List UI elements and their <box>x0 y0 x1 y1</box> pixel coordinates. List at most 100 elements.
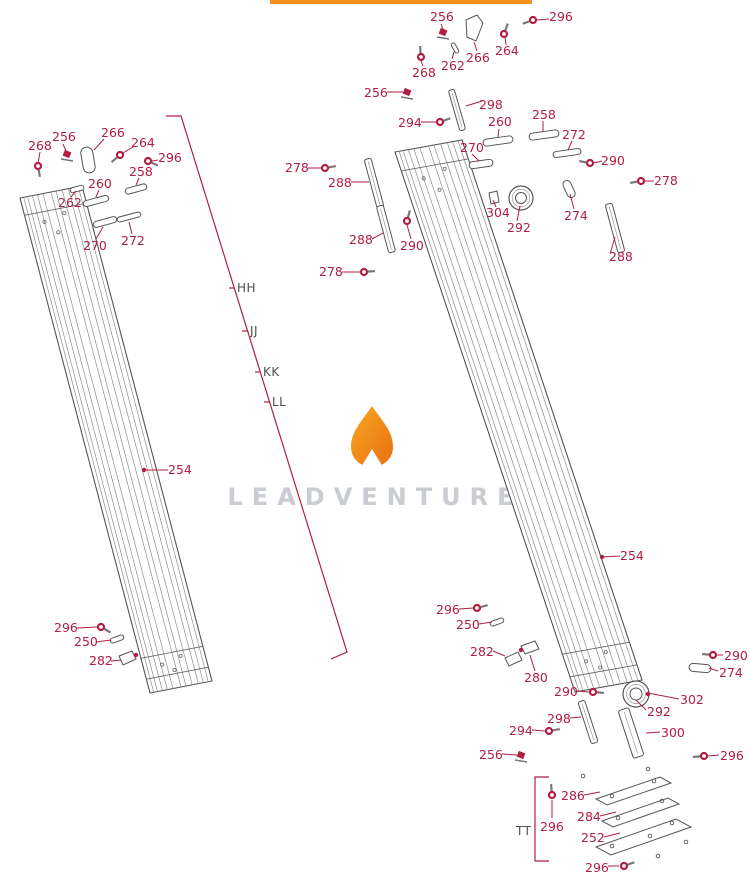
callout-288[interactable]: 288 <box>609 249 633 264</box>
leader-line <box>492 650 506 657</box>
clip-part <box>465 14 484 42</box>
callout-266[interactable]: 266 <box>466 50 490 65</box>
callout-290[interactable]: 290 <box>724 648 748 663</box>
callout-266[interactable]: 266 <box>101 125 125 140</box>
nut-icon <box>60 149 74 162</box>
leader-line <box>707 754 720 757</box>
callout-296[interactable]: 296 <box>158 150 182 165</box>
screw-icon <box>96 622 112 634</box>
callout-296[interactable]: 296 <box>549 9 573 24</box>
callout-254[interactable]: 254 <box>620 548 644 563</box>
callout-290[interactable]: 290 <box>554 684 578 699</box>
callout-258[interactable]: 258 <box>532 107 556 122</box>
leader-line <box>135 177 140 186</box>
callout-278[interactable]: 278 <box>654 173 678 188</box>
callout-256[interactable]: 256 <box>52 129 76 144</box>
leader-line <box>95 226 104 240</box>
callout-270[interactable]: 270 <box>83 238 107 253</box>
screw-icon <box>472 603 488 613</box>
callout-254[interactable]: 254 <box>168 462 192 477</box>
small-parts-line-art <box>118 14 693 859</box>
watermark-text: LEADVENTURE <box>227 483 523 511</box>
callout-272[interactable]: 272 <box>562 127 586 142</box>
callout-296[interactable]: 296 <box>540 819 564 834</box>
callout-298[interactable]: 298 <box>479 97 503 112</box>
callout-280[interactable]: 280 <box>524 670 548 685</box>
callout-296[interactable]: 296 <box>54 620 78 635</box>
callout-256[interactable]: 256 <box>364 85 388 100</box>
callout-258[interactable]: 258 <box>129 164 153 179</box>
callout-272[interactable]: 272 <box>121 233 145 248</box>
leader-line <box>37 151 41 164</box>
callout-264[interactable]: 264 <box>131 135 155 150</box>
callout-290[interactable]: 290 <box>601 153 625 168</box>
callout-256[interactable]: 256 <box>479 747 503 762</box>
pin-part <box>688 662 712 674</box>
callout-274[interactable]: 274 <box>564 208 588 223</box>
callout-292[interactable]: 292 <box>647 704 671 719</box>
callout-262[interactable]: 262 <box>441 58 465 73</box>
bracket-part <box>488 190 500 205</box>
leader-line <box>576 690 590 693</box>
pin-part <box>562 179 576 199</box>
callout-282[interactable]: 282 <box>470 644 494 659</box>
callout-270[interactable]: 270 <box>460 140 484 155</box>
screw-icon <box>588 687 605 697</box>
leadventure-flame-icon <box>351 406 393 467</box>
screw-icon <box>547 783 557 800</box>
callout-278[interactable]: 278 <box>319 264 343 279</box>
screw-icon <box>402 210 412 226</box>
leader-line <box>569 193 575 210</box>
pin-part <box>450 42 460 54</box>
callout-302[interactable]: 302 <box>680 692 704 707</box>
callout-268[interactable]: 268 <box>28 138 52 153</box>
callout-296[interactable]: 296 <box>436 602 460 617</box>
callout-260[interactable]: 260 <box>88 176 112 191</box>
callout-264[interactable]: 264 <box>495 43 519 58</box>
screw-icon <box>578 158 595 168</box>
callout-260[interactable]: 260 <box>488 114 512 129</box>
callout-294[interactable]: 294 <box>398 115 422 130</box>
leader-line <box>371 232 384 240</box>
screw-icon <box>110 150 125 163</box>
callout-300[interactable]: 300 <box>661 725 685 740</box>
callout-262[interactable]: 262 <box>58 195 82 210</box>
callout-290[interactable]: 290 <box>400 238 424 253</box>
callout-282[interactable]: 282 <box>89 653 113 668</box>
leader-dot <box>133 652 139 658</box>
callout-250[interactable]: 250 <box>74 634 98 649</box>
callout-284[interactable]: 284 <box>577 809 601 824</box>
leader-line <box>440 23 444 30</box>
callout-274[interactable]: 274 <box>719 665 743 680</box>
callout-286[interactable]: 286 <box>561 788 585 803</box>
callout-256[interactable]: 256 <box>430 9 454 24</box>
nut-icon <box>436 27 450 40</box>
callout-250[interactable]: 250 <box>456 617 480 632</box>
leader-line <box>95 189 100 198</box>
callout-304[interactable]: 304 <box>486 205 510 220</box>
callout-268[interactable]: 268 <box>412 65 436 80</box>
bracket-part <box>520 640 540 655</box>
callout-292[interactable]: 292 <box>507 220 531 235</box>
callout-294[interactable]: 294 <box>509 723 533 738</box>
leader-dot <box>599 554 605 560</box>
leader-line <box>609 236 616 255</box>
callout-278[interactable]: 278 <box>285 160 309 175</box>
callout-296[interactable]: 296 <box>585 860 609 875</box>
callout-288[interactable]: 288 <box>349 232 373 247</box>
leader-line <box>567 140 573 151</box>
callout-288[interactable]: 288 <box>328 175 352 190</box>
leader-line <box>504 36 507 46</box>
leader-line <box>583 791 601 796</box>
callout-296[interactable]: 296 <box>720 748 744 763</box>
leader-line <box>647 692 680 700</box>
callout-298[interactable]: 298 <box>547 711 571 726</box>
plate-part <box>600 797 681 828</box>
callout-252[interactable]: 252 <box>581 830 605 845</box>
leader-line <box>473 41 478 52</box>
group-bracket-tt <box>534 776 549 862</box>
leader-dot <box>645 691 651 697</box>
bearing-part <box>508 185 534 211</box>
